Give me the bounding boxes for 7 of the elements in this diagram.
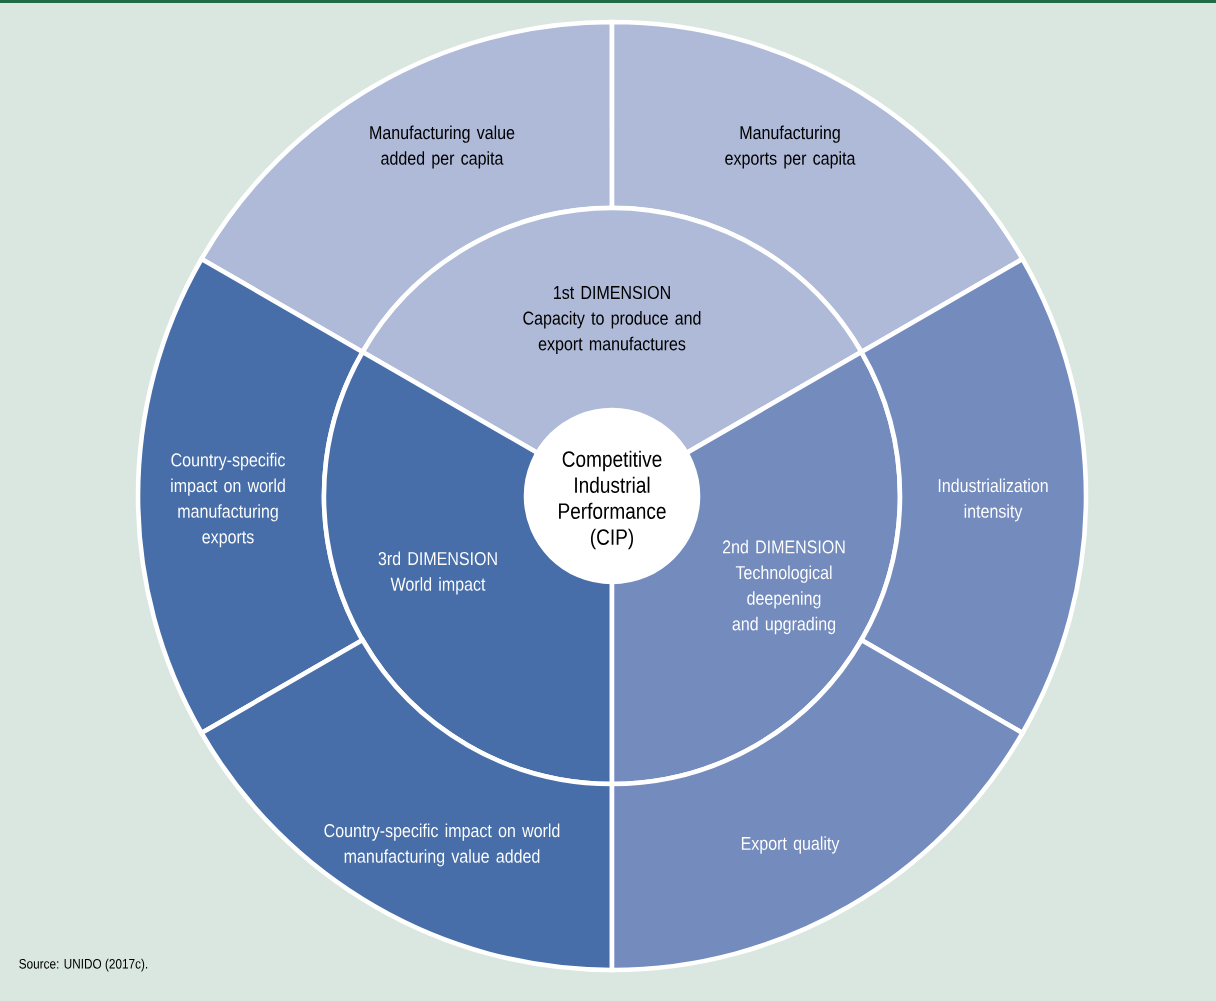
source-note: Source: UNIDO (2017c). <box>19 958 148 972</box>
indicator-segment: Export quality <box>609 637 1025 973</box>
indicator-segment: Country-specific impact on world manufacturing exports <box>135 256 365 736</box>
indicator-segment: Country-specific impact on world manufacturing value added <box>199 637 615 973</box>
node-label: Country-specific impact on world manufacturing value added <box>324 823 560 867</box>
node-label: Export quality <box>741 836 840 854</box>
indicator-segment: Industrialization intensity <box>859 256 1089 736</box>
